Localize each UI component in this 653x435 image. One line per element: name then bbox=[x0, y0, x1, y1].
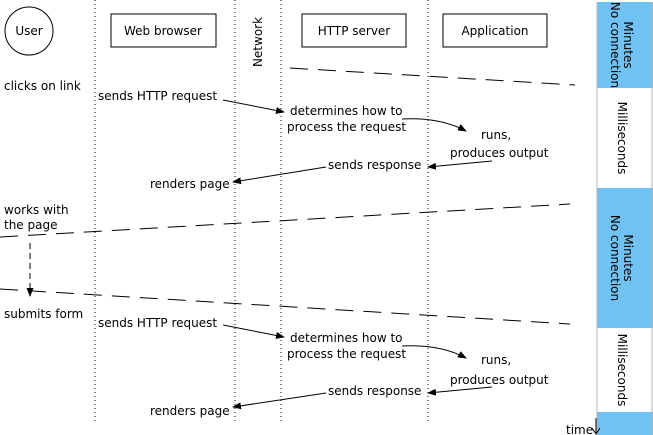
browser-actor: Web browser bbox=[110, 13, 217, 48]
milliseconds-label-2: Milliseconds bbox=[615, 334, 629, 407]
clicks-on-link-text: clicks on link bbox=[4, 79, 81, 93]
minutes-label-2: Minutes bbox=[621, 234, 635, 281]
server-label: HTTP server bbox=[318, 24, 391, 38]
sends-response-text: sends response bbox=[328, 158, 421, 172]
determines-text-line1: determines how to bbox=[290, 104, 403, 118]
idle-break-1 bbox=[289, 67, 576, 86]
determines-text-line2: process the request bbox=[287, 347, 406, 361]
works-with-text-line2: the page bbox=[4, 218, 57, 232]
application-actor: Application bbox=[442, 13, 548, 48]
milliseconds-band-1 bbox=[597, 88, 653, 188]
application-return-arrow bbox=[427, 160, 493, 170]
milliseconds-band-2 bbox=[597, 328, 653, 412]
works-with-text-line1: works with bbox=[4, 203, 69, 217]
no-connection-label-2: No connection bbox=[608, 215, 622, 301]
application-call-arrow bbox=[401, 118, 467, 132]
renders-page-text: renders page bbox=[150, 177, 230, 191]
user-actor: User bbox=[4, 6, 54, 56]
sends-request-text: sends HTTP request bbox=[98, 89, 217, 103]
network-label: Network bbox=[251, 17, 265, 67]
milliseconds-label-1: Milliseconds bbox=[615, 102, 629, 175]
time-arrow-icon bbox=[591, 418, 601, 435]
response-arrow bbox=[232, 392, 327, 410]
no-connection-label-1: No connection bbox=[608, 2, 622, 88]
runs-text-line1: runs, bbox=[481, 128, 511, 142]
server-actor: HTTP server bbox=[301, 13, 407, 48]
minutes-band-3 bbox=[597, 412, 653, 435]
round-trip-2: sends HTTP request determines how to pro… bbox=[98, 316, 549, 418]
submits-form-text: submits form bbox=[4, 307, 83, 321]
time-axis-label: time bbox=[566, 423, 593, 435]
runs-text-line1: runs, bbox=[481, 353, 511, 367]
time-bands: Minutes No connection Milliseconds Minut… bbox=[596, 2, 653, 435]
runs-text-line2: produces output bbox=[450, 146, 549, 160]
minutes-band-2 bbox=[597, 188, 653, 328]
idle-break-3 bbox=[0, 288, 571, 325]
determines-text-line1: determines how to bbox=[290, 331, 403, 345]
application-call-arrow bbox=[401, 345, 467, 359]
round-trip-1: sends HTTP request determines how to pro… bbox=[98, 89, 549, 191]
idle-break-2 bbox=[0, 203, 571, 238]
runs-text-line2: produces output bbox=[450, 373, 549, 387]
sends-request-text: sends HTTP request bbox=[98, 316, 217, 330]
determines-text-line2: process the request bbox=[287, 120, 406, 134]
response-arrow bbox=[232, 166, 327, 185]
user-label: User bbox=[15, 24, 42, 38]
minutes-label-1: Minutes bbox=[621, 21, 635, 68]
renders-page-text: renders page bbox=[150, 404, 230, 418]
browser-label: Web browser bbox=[124, 24, 202, 38]
request-arrow bbox=[222, 99, 285, 114]
sends-response-text: sends response bbox=[328, 384, 421, 398]
application-return-arrow bbox=[427, 386, 493, 396]
request-arrow bbox=[222, 324, 285, 339]
minutes-band-1 bbox=[597, 2, 653, 88]
application-label: Application bbox=[461, 24, 528, 38]
